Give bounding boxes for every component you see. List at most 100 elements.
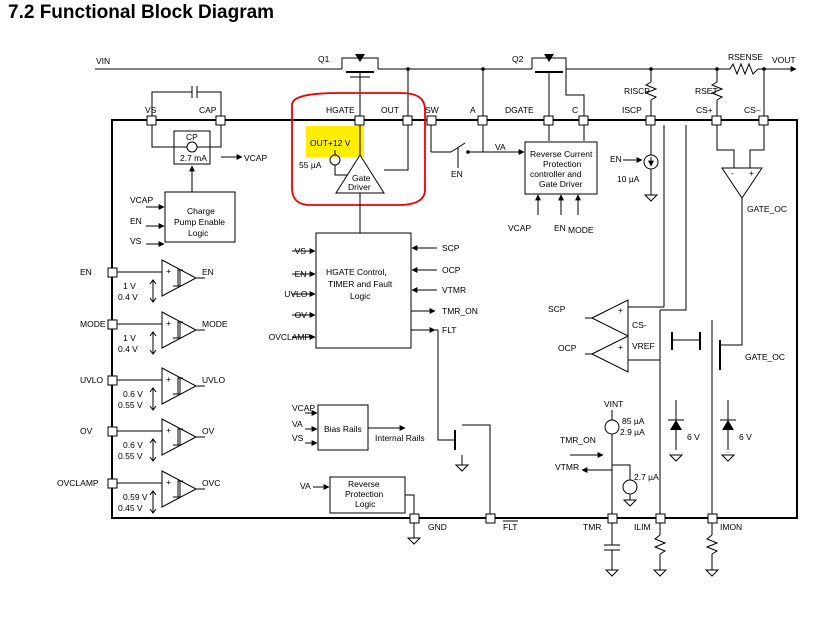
comparator-en: EN+EN1 V0.4 V [80, 259, 214, 303]
pin-cap: CAP [199, 105, 217, 115]
thresh-lo: 0.55 V [118, 400, 143, 410]
rc-label-2: Protection [543, 159, 582, 169]
pin-vs: VS [145, 105, 157, 115]
mirror-gateoc: GATE_OC [745, 352, 785, 362]
pin-hgate: HGATE [326, 105, 355, 115]
hc-label-1: HGATE Control, [326, 267, 387, 277]
hc-output-tmr_on: TMR_ON [442, 306, 478, 316]
comp-plus: + [166, 425, 171, 435]
thresh-lo: 0.4 V [118, 292, 138, 302]
comp-out-label: EN [202, 267, 214, 277]
reverse-controller: Reverse Current Protection controller an… [508, 125, 598, 235]
rc-label-3: controller and [530, 169, 582, 179]
sense-resistor: RSENSE [728, 52, 763, 76]
pin-imon: IMON [720, 522, 742, 532]
scp-plus: + [618, 305, 623, 315]
charge-pump: CP 2.7 mA VCAP Charge Pump Enable Logic … [130, 125, 267, 247]
sw-switch: EN VA [430, 125, 525, 179]
cp-in-vcap: VCAP [130, 195, 153, 205]
cp-enable-label-1: Charge [187, 206, 215, 216]
rset-label: RSET [695, 86, 718, 96]
left-pin-label: EN [80, 267, 92, 277]
top-pins: VS CAP HGATE OUT SW A DGATE C ISCP CS+ C… [145, 105, 769, 126]
thresh-lo: 0.45 V [118, 503, 143, 513]
bias-out: Internal Rails [375, 433, 425, 443]
ocp-label: OCP [558, 343, 577, 353]
hgate-control: HGATE Control, TIMER and Fault Logic VSE… [269, 193, 478, 349]
left-pin-label: UVLO [80, 375, 104, 385]
comp-plus: + [166, 477, 171, 487]
thresh-hi: 1 V [123, 333, 136, 343]
cp-current: 2.7 mA [180, 153, 207, 163]
pin-flt: FLT [503, 522, 517, 532]
hc-output-ocp: OCP [442, 265, 461, 275]
rc-vcap: VCAP [508, 223, 531, 233]
ocp-plus: + [618, 342, 623, 352]
rc-label-4: Gate Driver [539, 179, 583, 189]
bias-input-vcap: VCAP [292, 403, 315, 413]
comp-out-label: OVC [202, 478, 220, 488]
rc-label-1: Reverse Current [530, 149, 593, 159]
pin-tmr: TMR [583, 522, 601, 532]
iscp-en: EN [610, 154, 622, 164]
rc-mode: MODE [568, 225, 594, 235]
tmr-chg-lo: 2.9 µA [620, 427, 645, 437]
flt-transistor [411, 329, 491, 518]
tmr-chg-hi: 85 µA [622, 416, 645, 426]
bias-input-va: VA [292, 419, 303, 429]
thresh-hi: 0.6 V [123, 440, 143, 450]
riscp-label: RISCP [624, 86, 650, 96]
bias-label: Bias Rails [324, 424, 362, 434]
ocp-vref: VREF [632, 341, 655, 351]
reverse-protection-logic: Reverse Protection Logic VA [300, 476, 415, 518]
iscp-current: 10 µA [617, 174, 640, 184]
rc-en: EN [554, 223, 566, 233]
gate-driver: OUT+12 V 55 µA Gate Driver [299, 125, 409, 194]
comp-out-label: OV [202, 426, 215, 436]
pin-c: C [572, 105, 578, 115]
thresh-hi: 0.59 V [123, 492, 148, 502]
gate-oc-label: GATE_OC [747, 204, 787, 214]
zener-2: 6 V [739, 432, 752, 442]
oc-plus: + [749, 168, 754, 178]
gd-label-1: Gate [352, 173, 371, 183]
pin-gnd: GND [428, 522, 447, 532]
left-pin-label: MODE [80, 319, 106, 329]
ic-boundary [111, 119, 798, 519]
hc-output-vtmr: VTMR [442, 285, 466, 295]
comparator-ov: OV + OV 0.6 V0.55 V [80, 418, 215, 462]
rpl-label-2: Protection [345, 489, 384, 499]
hc-output-scp: SCP [442, 243, 460, 253]
scp-csminus: CS- [632, 320, 647, 330]
timer-circuit: VINT 85 µA 2.9 µA TMR_ON VTMR 2.7 µA [555, 399, 659, 518]
fet-q2: Q2 [512, 54, 567, 83]
gd-label-2: Driver [348, 182, 371, 192]
cp-enable-label-3: Logic [188, 228, 209, 238]
vcap-out: VCAP [244, 153, 267, 163]
thresh-hi: 0.6 V [123, 389, 143, 399]
power-rail: VIN VOUT [95, 55, 797, 72]
vin-label: VIN [96, 56, 110, 66]
oc-minus: - [731, 168, 734, 178]
hc-input-ovclamp: OVCLAMP [269, 332, 311, 342]
left-pin-label: OV [80, 426, 93, 436]
hc-label-3: Logic [350, 291, 371, 301]
thresh-lo: 0.55 V [118, 451, 143, 461]
thresh-lo: 0.4 V [118, 344, 138, 354]
top-wiring: RISCP RSET [151, 69, 765, 120]
pin-sw: SW [425, 105, 439, 115]
hc-label-2: TIMER and Fault [328, 279, 393, 289]
annotation-circle [291, 92, 426, 206]
comp-out-label: UVLO [202, 375, 226, 385]
rpl-va: VA [300, 481, 311, 491]
q1-label: Q1 [318, 54, 330, 64]
gate-oc-amp: - + GATE_OC [660, 125, 787, 346]
q2-label: Q2 [512, 54, 524, 64]
pin-csm: CS– [744, 105, 761, 115]
gd-current: 55 µA [299, 160, 322, 170]
timer-vtmr: VTMR [555, 462, 579, 472]
bias-input-vs: VS [292, 433, 304, 443]
